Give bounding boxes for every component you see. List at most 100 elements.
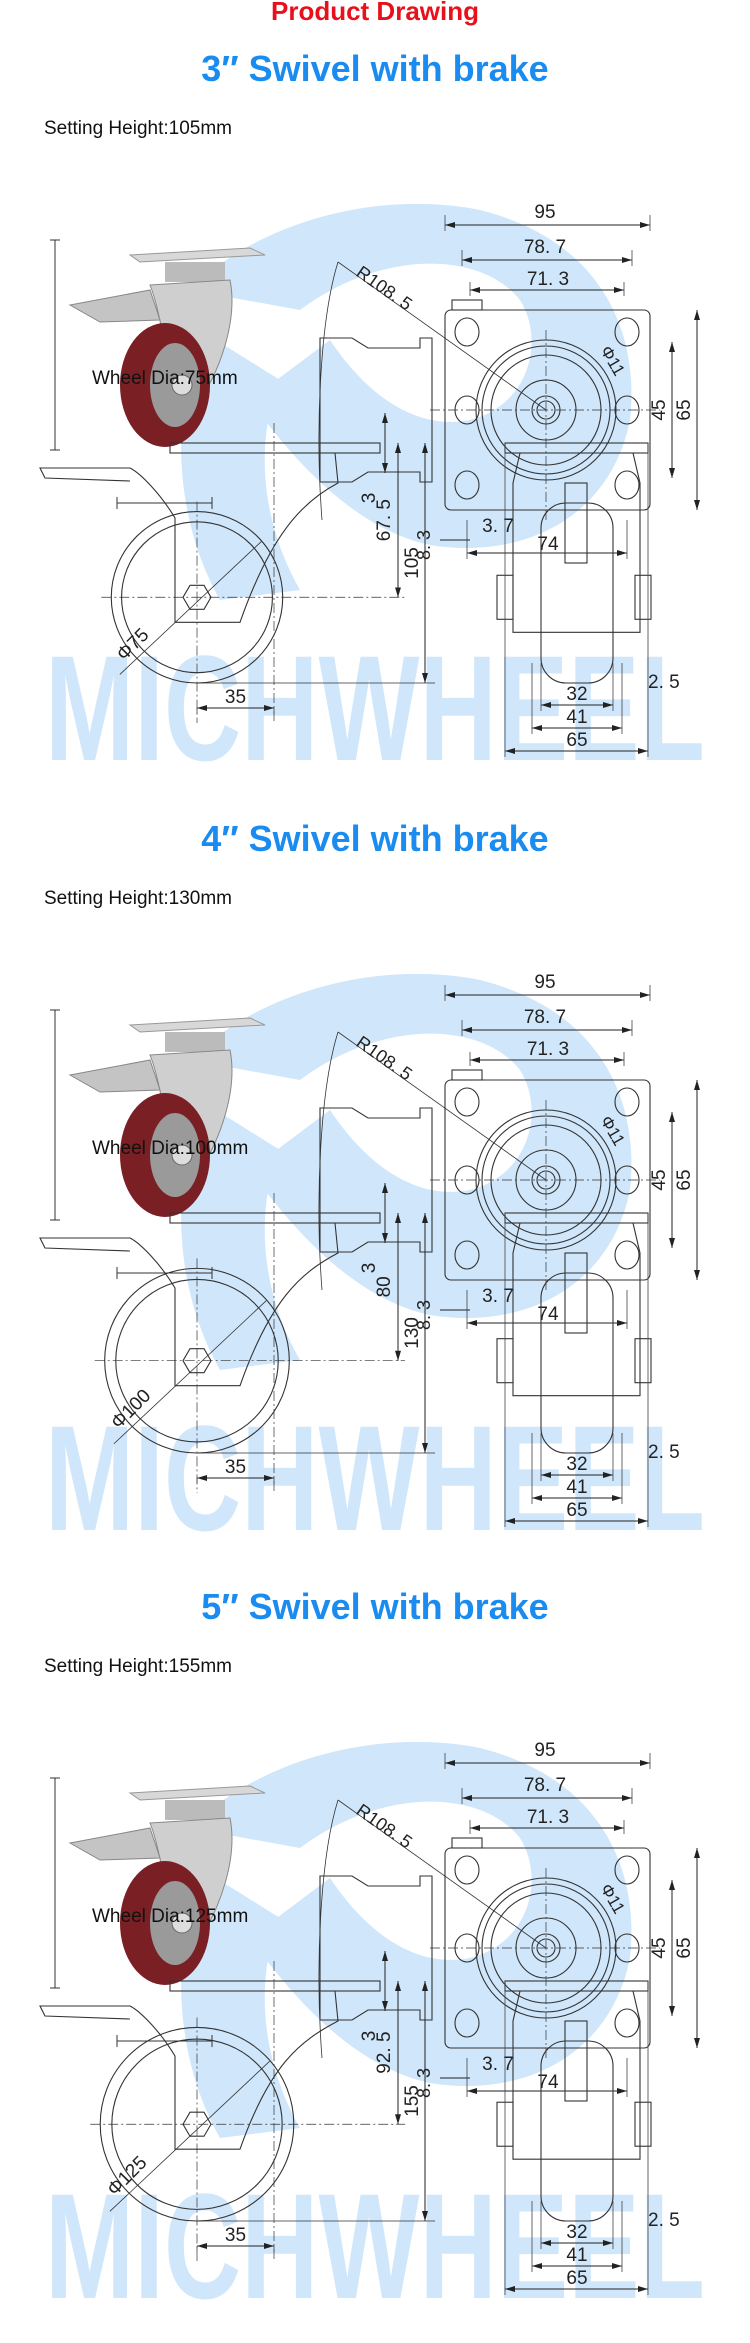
dim-front-65-label: 65: [566, 2268, 587, 2289]
dim-offset: 92. 5: [374, 1981, 401, 2125]
front-view: [496, 442, 652, 684]
caster-photo: [50, 1009, 266, 1279]
dim-front-2-5-label: 2. 5: [648, 2210, 680, 2231]
dim-height: 105: [402, 443, 428, 683]
dim-78-7-label: 78. 7: [524, 1775, 566, 1796]
mount-hole: [614, 1240, 640, 1270]
dim-radius-label: R108. 5: [353, 1032, 416, 1085]
dim-65-label: 65: [674, 1937, 695, 1958]
drawing-canvas: MICHWHEEL 95 78. 7 71. 3 74 R108. 5 Φ11 …: [39, 1740, 705, 2308]
dim-front-41-label: 41: [566, 2245, 587, 2266]
wheel-dia-label: Wheel Dia:75mm: [92, 368, 238, 389]
dim-65-label: 65: [674, 399, 695, 420]
mount-hole: [454, 470, 480, 500]
dim-height: 155: [402, 1981, 428, 2221]
dim-front-41: 41: [531, 663, 623, 734]
dim-height-label: 130: [402, 1317, 423, 1349]
dim-71-3: 71. 3: [469, 1807, 625, 1834]
dim-45: 45: [649, 1112, 675, 1248]
dim-71-3: 71. 3: [469, 1039, 625, 1066]
dim-front-41-label: 41: [566, 1477, 587, 1498]
mount-hole: [454, 1855, 480, 1885]
dim-71-3-label: 71. 3: [527, 1807, 569, 1828]
dim-71-3: 71. 3: [469, 269, 625, 296]
dim-front-65-label: 65: [566, 730, 587, 751]
dim-74: 74: [466, 2058, 628, 2097]
dim-front-2-5-label: 2. 5: [648, 672, 680, 693]
mount-hole: [614, 470, 640, 500]
dim-front-32: 32: [540, 663, 614, 711]
dim-front-41: 41: [531, 1433, 623, 1504]
section-title: 5″ Swivel with brake: [201, 1586, 549, 1627]
wheel-dia-label: Wheel Dia:125mm: [92, 1906, 249, 1927]
dim-74: 74: [466, 1290, 628, 1329]
mount-hole: [454, 1087, 480, 1117]
section-title: 3″ Swivel with brake: [201, 48, 549, 89]
dim-65-label: 65: [674, 1169, 695, 1190]
section-4in: MICHWHEEL 95 78. 7 71. 3 74 R108. 5 Φ11 …: [0, 770, 750, 1540]
drawing-canvas: MICHWHEEL 95 78. 7 71. 3 74 R108. 5 Φ11 …: [39, 972, 705, 1540]
dim-front-32-label: 32: [566, 684, 587, 705]
mount-hole: [614, 2008, 640, 2038]
dim-95: 95: [444, 1740, 651, 1769]
dim-45: 45: [649, 342, 675, 478]
section-5in: MICHWHEEL 95 78. 7 71. 3 74 R108. 5 Φ11 …: [0, 1538, 750, 2308]
dim-71-3-label: 71. 3: [527, 1039, 569, 1060]
dim-3-7-label: 3. 7: [482, 1286, 514, 1307]
dim-45-label: 45: [649, 399, 670, 420]
dim-74-label: 74: [537, 1304, 559, 1325]
mount-hole: [454, 2008, 480, 2038]
dim-height-label: 155: [402, 2085, 423, 2117]
dim-front-32-label: 32: [566, 2222, 587, 2243]
dim-35: 35: [196, 687, 275, 714]
mount-hole: [614, 1855, 640, 1885]
top-view: [318, 1031, 660, 1291]
dim-front-32: 32: [540, 1433, 614, 1481]
dim-3: 3: [359, 1183, 388, 1273]
mount-hole: [454, 1240, 480, 1270]
dim-65: 65: [674, 1848, 700, 2048]
dim-78-7-label: 78. 7: [524, 1007, 566, 1028]
dim-height: 130: [402, 1213, 428, 1453]
dim-front-32: 32: [540, 2201, 614, 2249]
dim-95: 95: [444, 202, 651, 231]
dim-radius-label: R108. 5: [353, 262, 416, 315]
dim-front-41: 41: [531, 2201, 623, 2272]
dim-front-65: 65: [504, 1213, 649, 1527]
page-title: Product Drawing: [270, 0, 479, 26]
mount-hole: [614, 1087, 640, 1117]
dim-78-7-label: 78. 7: [524, 237, 566, 258]
dim-3-label: 3: [359, 493, 380, 504]
top-view: [318, 1799, 660, 2059]
caster-photo: [50, 239, 266, 509]
dim-65: 65: [674, 310, 700, 510]
dim-74-label: 74: [537, 2072, 559, 2093]
watermark-text: MICHWHEEL: [45, 1394, 705, 1540]
dim-35-label: 35: [225, 1457, 246, 1478]
dim-3: 3: [359, 413, 388, 504]
side-view: [39, 1193, 435, 1493]
dim-front-41-label: 41: [566, 707, 587, 728]
dim-95-label: 95: [534, 202, 555, 223]
watermark-text: MICHWHEEL: [45, 2162, 705, 2308]
front-view: [496, 1980, 652, 2222]
dim-offset-label: 67. 5: [374, 499, 395, 541]
dim-height-label: 105: [402, 547, 423, 579]
dim-3-7-label: 3. 7: [482, 516, 514, 537]
dim-78-7: 78. 7: [461, 237, 633, 266]
watermark-logo: [181, 1741, 632, 2138]
dim-45-label: 45: [649, 1169, 670, 1190]
side-view: [39, 1961, 435, 2261]
dim-35: 35: [196, 1457, 275, 1484]
dim-71-3-label: 71. 3: [527, 269, 569, 290]
dim-95-label: 95: [534, 972, 555, 993]
dim-front-65: 65: [504, 1981, 649, 2295]
setting-height-label: Setting Height:130mm: [44, 888, 232, 909]
dim-35-label: 35: [225, 687, 246, 708]
dim-3-7-label: 3. 7: [482, 2054, 514, 2075]
wheel-dia-label: Wheel Dia:100mm: [92, 1138, 249, 1159]
mount-hole: [614, 317, 640, 347]
dim-front-65: 65: [504, 443, 649, 757]
dim-front-2-5-label: 2. 5: [648, 1442, 680, 1463]
